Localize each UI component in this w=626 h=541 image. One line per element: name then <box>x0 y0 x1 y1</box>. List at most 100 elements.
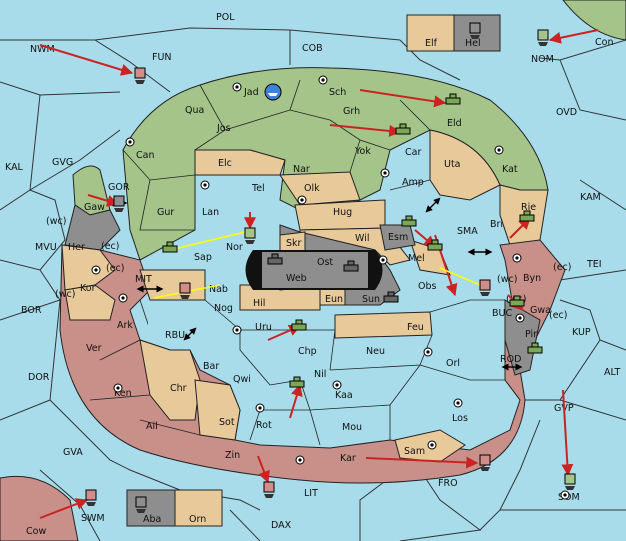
ship-icon <box>263 481 275 498</box>
coast-label: (ec) <box>106 263 124 274</box>
label-obs: Obs <box>418 281 437 292</box>
territory-sot[interactable] <box>194 379 241 441</box>
label-wil: Wil <box>355 233 369 244</box>
label-elf: Elf <box>425 38 438 49</box>
move-order-arrow <box>39 44 134 76</box>
coast-label: (ec) <box>101 241 119 252</box>
label-esm: Esm <box>388 232 408 243</box>
move-order-arrow <box>365 456 479 469</box>
label-uta: Uta <box>444 159 461 170</box>
label-ovd: OVD <box>556 107 577 118</box>
double-arrow-icon <box>183 327 197 341</box>
label-cob: COB <box>302 43 323 54</box>
label-chr: Chr <box>170 383 187 394</box>
label-rod: ROD <box>500 354 521 365</box>
label-qua: Qua <box>185 105 204 116</box>
ship-icon <box>135 496 147 513</box>
land-labels: Elf Hel Con Jad Sch Qua Grh Eld Jos Can … <box>26 37 613 537</box>
tank-icon <box>291 319 307 331</box>
ship-icon <box>264 83 282 101</box>
ship-icon <box>85 489 97 506</box>
label-tel: Tel <box>251 183 265 194</box>
label-ver: Ver <box>86 343 102 354</box>
label-ken: Ken <box>114 388 132 399</box>
label-zin: Zin <box>225 450 240 461</box>
label-lit: LIT <box>304 488 318 499</box>
label-gaw: Gaw <box>84 202 105 213</box>
supply-center-icon <box>380 168 390 178</box>
label-skr: Skr <box>286 238 302 249</box>
label-kar: Kar <box>340 453 356 464</box>
supply-center-icon <box>200 180 210 190</box>
territory-aba[interactable] <box>126 489 176 527</box>
territory-her[interactable] <box>61 244 116 291</box>
label-uru: Uru <box>255 322 272 333</box>
double-arrow-icon <box>425 197 441 213</box>
label-bar: Bar <box>203 361 219 372</box>
label-rbu: RBU <box>165 330 185 341</box>
fleet-units <box>85 22 576 513</box>
ship-icon <box>479 454 491 471</box>
label-sam: Sam <box>404 446 425 457</box>
supply-center-icon <box>560 490 570 500</box>
label-som: SOM <box>558 492 580 503</box>
supply-center-icon <box>125 137 135 147</box>
label-grh: Grh <box>343 106 360 117</box>
territory-kor[interactable] <box>64 284 116 321</box>
label-nwm: NWM <box>30 44 55 55</box>
territory-orn[interactable] <box>174 489 223 527</box>
label-con: Con <box>595 37 613 48</box>
label-web: Web <box>286 273 307 284</box>
move-order-arrow <box>359 89 447 108</box>
label-can: Can <box>136 150 154 161</box>
passage-markers <box>106 197 523 371</box>
tank-icon <box>401 215 417 227</box>
ship-icon <box>113 195 125 212</box>
supply-center-icon <box>453 398 463 408</box>
label-mou: Mou <box>342 422 362 433</box>
label-kal: KAL <box>5 162 24 173</box>
supply-center-icon <box>91 265 101 275</box>
label-aba: Aba <box>143 514 161 525</box>
supply-center-icon <box>378 255 388 265</box>
label-elc: Elc <box>218 158 232 169</box>
tank-icon <box>343 260 359 272</box>
move-order-arrow <box>561 389 574 477</box>
supply-center-icon <box>118 293 128 303</box>
territory-esm[interactable] <box>379 224 416 251</box>
supply-center-icon <box>297 195 307 205</box>
tank-icon <box>289 376 305 388</box>
army-units <box>162 93 543 388</box>
move-order-arrow <box>289 383 303 419</box>
label-mit: MIT <box>135 274 152 285</box>
supply-centers <box>91 75 570 500</box>
tank-icon <box>509 295 525 307</box>
label-sch: Sch <box>329 87 346 98</box>
supply-center-icon <box>295 455 305 465</box>
label-jos: Jos <box>216 123 231 134</box>
supply-center-icon <box>255 403 265 413</box>
tank-icon <box>383 291 399 303</box>
label-dor: DOR <box>28 372 50 383</box>
label-gva: GVA <box>63 447 83 458</box>
label-nom: NOM <box>531 54 554 65</box>
move-order-arrow <box>548 29 599 44</box>
supply-center-icon <box>494 145 504 155</box>
label-kaa: Kaa <box>335 390 353 401</box>
label-bri: Bri <box>490 219 503 230</box>
label-alt: ALT <box>604 367 620 378</box>
label-orl: Orl <box>446 358 460 369</box>
territory-elc[interactable] <box>194 149 286 176</box>
territory-uta[interactable] <box>429 129 501 201</box>
tank-icon <box>519 210 535 222</box>
label-neu: Neu <box>366 346 385 357</box>
territory-cow[interactable] <box>0 475 79 541</box>
gulf-sma <box>415 199 466 255</box>
label-eld: Eld <box>447 118 462 129</box>
territory-pir[interactable] <box>504 299 541 376</box>
sea-boundaries <box>0 27 626 541</box>
label-kat: Kat <box>502 164 518 175</box>
label-sap: Sap <box>194 252 212 263</box>
label-qwi: Qwi <box>233 374 251 385</box>
label-hil: Hil <box>253 298 265 309</box>
